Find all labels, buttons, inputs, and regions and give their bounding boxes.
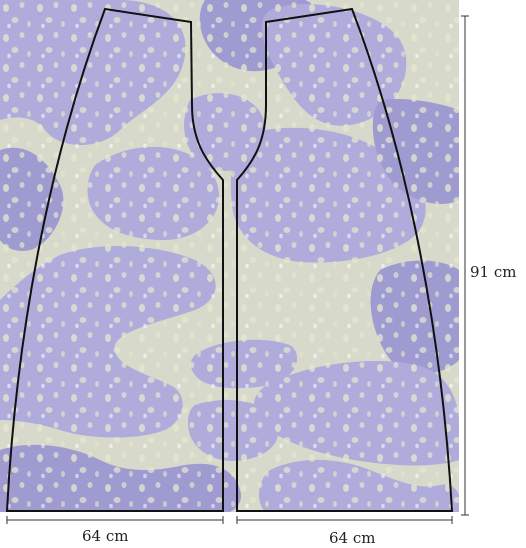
right-width-dimension: 64 cm (236, 516, 453, 547)
left-width-dimension-label: 64 cm (82, 527, 128, 545)
right-width-dimension-label: 64 cm (329, 529, 375, 547)
height-dimension: 91 cm (461, 15, 516, 516)
fabric-print (0, 0, 459, 512)
left-width-dimension: 64 cm (6, 516, 224, 545)
left-pattern-piece-outline (5, 7, 224, 512)
fabric-speckles (0, 0, 459, 512)
height-dimension-label: 91 cm (470, 263, 516, 281)
right-pattern-piece-outline (236, 7, 454, 512)
